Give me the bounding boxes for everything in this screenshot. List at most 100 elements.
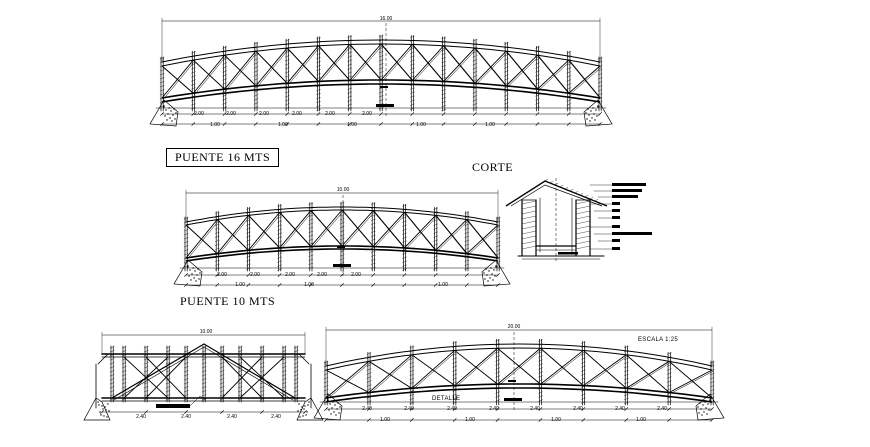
b4-post-hatch [666,392,672,395]
b1-post-hatch [441,89,446,91]
b2-post-hatch [183,237,189,240]
b4-post-hatch [366,396,372,399]
b1-post-hatch [378,107,384,110]
b1-post-hatch [441,53,446,55]
section-roof-hatch [519,194,524,198]
b1-post-hatch [284,59,290,62]
section-post-hatch [575,205,591,210]
b1-post-hatch [316,49,321,51]
b3-post-hatch [219,354,225,357]
b1-post-hatch [441,69,446,71]
b4-post-hatch [624,402,629,404]
b3-post-hatch [293,398,299,401]
b2-post-hatch [433,231,438,234]
b1-abutment-fill [590,110,592,112]
section-roof-hatch [539,182,544,185]
b2-post-hatch [277,224,282,227]
b4-post-hatch [323,373,329,376]
b1-brace [507,51,540,91]
b2-post-hatch [339,238,345,241]
b2-dim-tick [464,283,469,287]
b3-post-hatch [143,382,149,385]
b3-post-hatch [183,386,189,389]
b1-post-hatch [316,81,321,83]
b1-post-hatch [378,59,384,62]
section-roof-hatch [529,188,534,191]
b2-dim-tick [433,283,438,287]
section-note-bar [612,195,638,198]
section-tag-block [558,252,578,255]
b3-post-hatch [293,370,299,373]
b4-post-hatch [366,352,372,355]
b3-abutment-fill [107,403,109,405]
b2-brace [468,225,500,255]
b2-post-hatch [433,227,438,230]
b4-total-dim: 20.00 [507,324,521,330]
b2-brace [218,220,251,252]
b4-post-hatch [366,376,372,379]
b2-abutment-fill [192,267,194,269]
b1-post-hatch [378,71,384,74]
bridge-king-truss-elevation [83,331,324,421]
b4-brace [627,362,671,390]
b4-abutment-fill [328,409,330,411]
b4-abutment-fill [332,401,334,403]
b3-dim-tick [144,410,148,414]
b3-post-hatch [219,362,225,365]
b1-abutment-fill [596,115,598,117]
b2-post-hatch [402,204,407,207]
b4-post-hatch [666,388,672,391]
b2-abutment-fill [194,270,196,272]
b1-abutment-fill [163,105,165,107]
b4-post-hatch [581,393,586,396]
b3-post-hatch [219,346,225,349]
b2-dim-tick [215,273,219,277]
b1-brace [161,59,194,99]
b3-post-hatch [237,350,243,353]
b2-post-hatch [215,227,220,230]
b2-post-hatch [277,256,282,259]
b1-post-hatch [253,74,259,77]
b2-post-hatch [308,206,314,209]
b1-post-hatch [472,95,478,98]
b1-brace [536,59,570,90]
b4-lower-dim: 1.00 [380,417,390,423]
b3-abutment-fill [98,404,100,406]
b2-post-hatch [495,221,501,224]
b2-post-hatch [464,235,470,238]
b4-post-hatch [409,346,415,348]
b1-post-hatch [284,55,290,58]
b1-post-hatch [503,42,509,45]
b1-post-hatch [535,50,540,53]
b4-post-hatch [709,401,715,404]
b1-post-hatch [191,55,196,58]
b2-abutment-fill [485,268,487,270]
b1-post-hatch [566,63,572,66]
b4-post-hatch [323,365,329,368]
b1-post-hatch [535,62,540,65]
b3-brace [239,356,285,399]
b1-post-hatch [535,78,540,81]
b1-post-hatch [191,75,196,78]
b4-post-hatch [495,375,500,378]
b3-post-hatch [165,354,171,357]
b1-post-hatch [472,75,478,78]
b1-brace [224,50,257,90]
b1-post-hatch [191,51,196,54]
b2-seg-dim: 2.00 [217,272,227,278]
b4-post-hatch [452,357,458,360]
b1-brace [538,60,571,91]
b2-dim-tick [277,273,282,277]
scale-label: ESCALA 1:25 [638,337,678,343]
b1-post-hatch [410,83,415,86]
b2-brace [187,225,219,255]
b1-post-hatch [441,49,446,51]
b4-post-hatch [409,358,415,360]
section-post-hatch [575,225,591,230]
b1-post-hatch [222,74,227,77]
b3-post-hatch [109,362,115,365]
b2-post-hatch [308,218,314,221]
b3-post-hatch [109,354,115,357]
b4-post-hatch [709,381,715,384]
b3-dim-tick [220,410,224,414]
